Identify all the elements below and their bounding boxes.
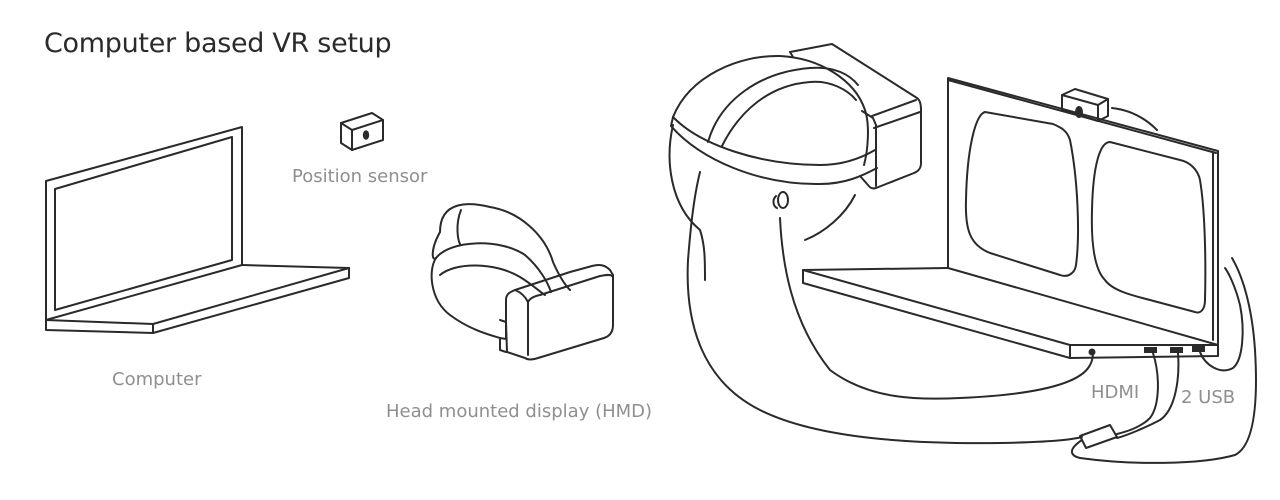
position-sensor-mounted-icon <box>1061 88 1158 131</box>
hdmi-label: HDMI <box>1091 382 1140 403</box>
position-sensor-icon <box>340 112 384 151</box>
laptop-icon <box>45 126 350 334</box>
user-head-with-hmd-illustration <box>668 43 1094 445</box>
position-sensor-label: Position sensor <box>292 166 428 187</box>
audio-port-icon <box>1088 348 1096 356</box>
hmd-icon <box>430 203 614 361</box>
hdmi-port-icon <box>1192 346 1205 352</box>
hmd-label: Head mounted display (HMD) <box>386 401 653 422</box>
usb-port-icon <box>1170 347 1183 353</box>
usb-label: 2 USB <box>1181 387 1236 408</box>
computer-label: Computer <box>112 369 202 390</box>
usb-port-icon <box>1144 347 1157 353</box>
diagram-title: Computer based VR setup <box>44 28 392 59</box>
laptop-illustration <box>802 77 1219 359</box>
cables <box>1071 257 1257 464</box>
